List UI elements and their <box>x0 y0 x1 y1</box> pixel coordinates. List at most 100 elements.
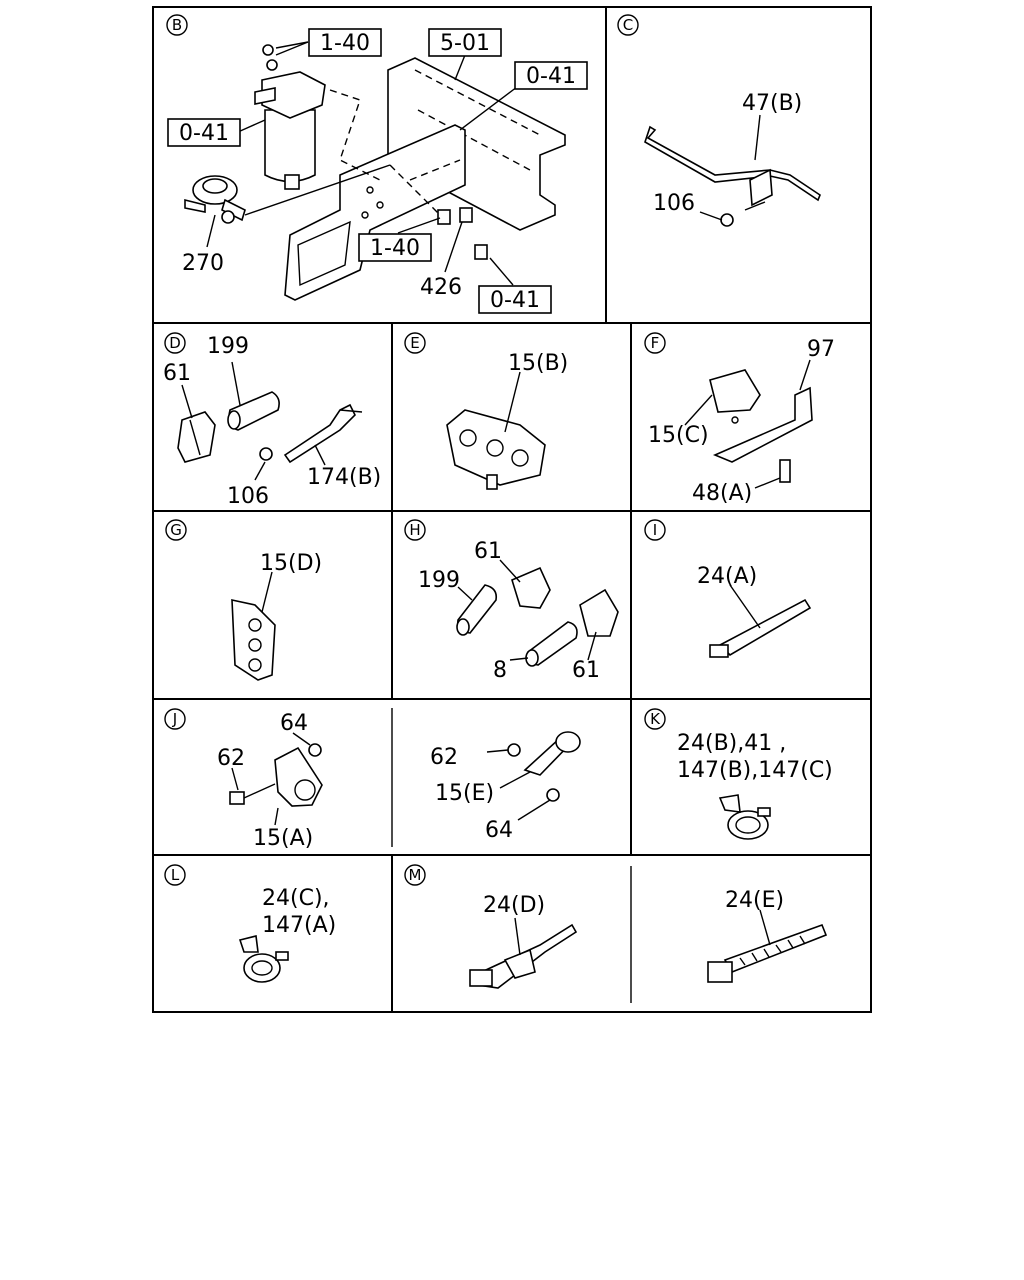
section-m: M 24(D) <box>404 864 578 989</box>
section-i-marker: I <box>644 519 666 541</box>
section-e-marker: E <box>404 332 426 354</box>
section-l: L 24(C), 147(A) <box>164 864 336 983</box>
part-label-426: 426 <box>420 275 462 300</box>
part-label-24a: 24(A) <box>697 564 757 589</box>
part-label-61-h-bottom: 61 <box>572 658 600 683</box>
part-label-l-line2: 147(A) <box>262 913 336 938</box>
sleeve-8-drawing <box>525 621 578 667</box>
sleeve-199-drawing <box>227 391 280 431</box>
section-g: G 15(D) <box>165 519 322 681</box>
svg-text:M: M <box>409 866 422 884</box>
part-label-15e: 15(E) <box>435 781 494 806</box>
svg-text:0-41: 0-41 <box>179 121 229 146</box>
section-b-leaders <box>206 41 518 286</box>
part-label-61-h-top: 61 <box>474 539 502 564</box>
priming-pump-drawing <box>184 175 246 224</box>
clamp-15a-drawing <box>229 743 323 807</box>
part-label-174b: 174(B) <box>307 465 381 490</box>
part-label-k-line2: 147(B),147(C) <box>677 758 833 783</box>
part-label-106-d: 106 <box>227 484 269 509</box>
bracket-97-drawing <box>709 369 813 483</box>
cable-tie-24e-drawing <box>707 923 828 983</box>
section-d-marker: D <box>164 332 186 354</box>
part-label-61-d: 61 <box>163 361 191 386</box>
clip-24d-drawing <box>469 923 578 989</box>
section-b: B <box>166 14 588 314</box>
section-m-marker: M <box>404 864 426 886</box>
svg-text:G: G <box>170 521 182 539</box>
cable-tie-24a-drawing <box>709 598 812 658</box>
part-label-24d: 24(D) <box>483 893 545 918</box>
svg-text:5-01: 5-01 <box>440 31 490 56</box>
frame-rail-drawing <box>387 57 566 231</box>
sleeve-199-h-drawing <box>456 584 498 636</box>
part-label-24e: 24(E) <box>725 888 784 913</box>
part-label-15b: 15(B) <box>508 351 568 376</box>
part-label-8: 8 <box>493 658 507 683</box>
clamp-15d-drawing <box>231 598 276 681</box>
part-label-64-j: 64 <box>280 711 308 736</box>
part-label-15d: 15(D) <box>260 551 322 576</box>
svg-text:0-41: 0-41 <box>526 64 576 89</box>
part-label-48a: 48(A) <box>692 481 752 506</box>
section-e: E 15(B) <box>404 332 568 490</box>
ref-box-0-41-bottom: 0-41 <box>478 285 552 314</box>
svg-text:F: F <box>651 334 660 352</box>
ref-box-0-41-right: 0-41 <box>514 61 588 90</box>
part-label-l-line1: 24(C), <box>262 886 330 911</box>
part-label-199-h: 199 <box>418 568 460 593</box>
part-label-62-j: 62 <box>217 746 245 771</box>
svg-text:1-40: 1-40 <box>370 236 420 261</box>
section-d: D 199 61 106 174(B) <box>163 332 381 509</box>
hose-clamp-l-drawing <box>238 935 289 983</box>
svg-text:L: L <box>171 866 180 884</box>
section-g-marker: G <box>165 519 187 541</box>
hose-clamp-k-drawing <box>718 794 771 840</box>
part-label-47b: 47(B) <box>742 91 802 116</box>
svg-text:B: B <box>172 16 182 34</box>
section-l-marker: L <box>164 864 186 886</box>
svg-text:0-41: 0-41 <box>490 288 540 313</box>
section-h: H 61 199 8 61 <box>404 519 619 683</box>
svg-text:1-40: 1-40 <box>320 31 370 56</box>
svg-text:H: H <box>409 521 420 539</box>
clamp-15e-drawing <box>507 731 581 802</box>
svg-text:J: J <box>172 710 177 728</box>
section-j: J 64 62 15(A) <box>164 708 323 851</box>
part-label-199-d: 199 <box>207 334 249 359</box>
section-j-marker: J <box>164 708 186 730</box>
part-label-k-line1: 24(B),41 , <box>677 731 786 756</box>
diagram-grid <box>152 6 872 1013</box>
svg-text:E: E <box>410 334 419 352</box>
bracket-drawing <box>284 124 466 301</box>
ref-box-1-40-mid: 1-40 <box>358 233 432 262</box>
ref-box-0-41-left: 0-41 <box>167 118 241 147</box>
clip-61-h-top-drawing <box>511 566 551 609</box>
section-b-marker: B <box>166 14 188 36</box>
section-f-marker: F <box>644 332 666 354</box>
clamp-15b-drawing <box>446 409 546 490</box>
clip-61-h-bottom-drawing <box>579 588 619 637</box>
section-f: F 97 15(C) 48(A) <box>644 332 835 506</box>
part-label-15a: 15(A) <box>253 826 313 851</box>
part-label-15c: 15(C) <box>648 423 709 448</box>
svg-text:C: C <box>623 16 633 34</box>
section-h-marker: H <box>404 519 426 541</box>
part-label-62-j2: 62 <box>430 745 458 770</box>
pipe-174b-drawing <box>259 403 363 464</box>
svg-text:I: I <box>653 521 657 539</box>
part-label-64-j2: 64 <box>485 818 513 843</box>
part-label-106-c: 106 <box>653 191 695 216</box>
svg-text:D: D <box>169 334 181 352</box>
ref-box-1-40-top: 1-40 <box>308 28 382 57</box>
section-i: I 24(A) <box>644 519 812 658</box>
svg-text:K: K <box>650 710 661 728</box>
section-m2: 24(E) <box>707 888 828 983</box>
part-label-270: 270 <box>182 251 224 276</box>
section-c-marker: C <box>617 14 639 36</box>
bolt-drawing <box>437 207 488 260</box>
section-k-marker: K <box>644 708 666 730</box>
ref-box-5-01: 5-01 <box>428 28 502 57</box>
clip-61-drawing <box>177 411 216 463</box>
section-c: C 47(B) 106 <box>617 14 821 227</box>
